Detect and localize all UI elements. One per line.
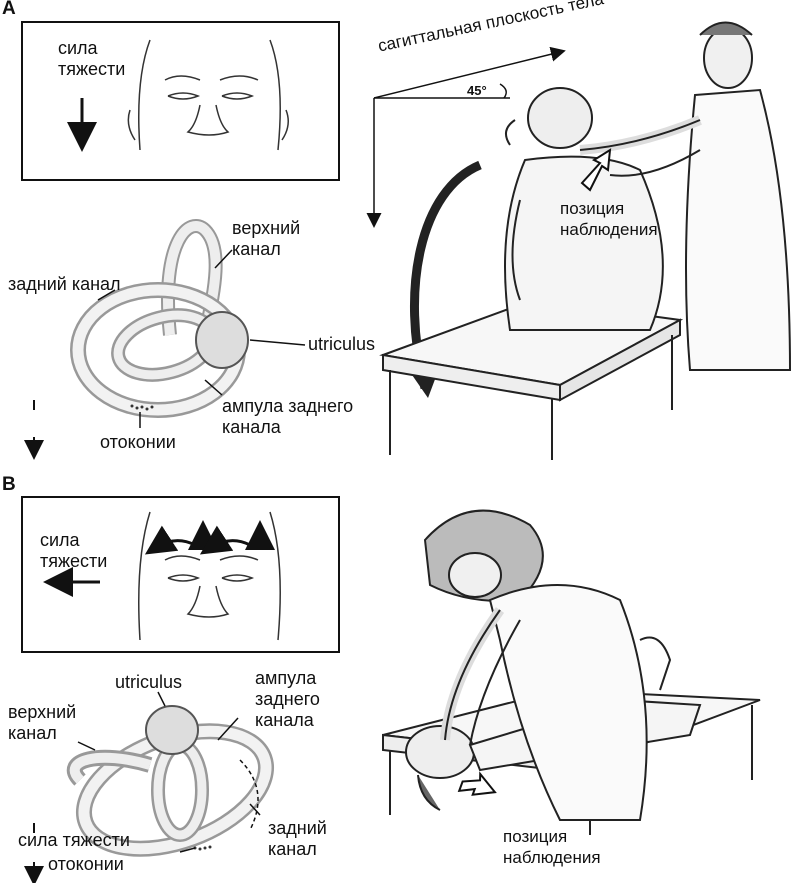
observation-arrow-b — [457, 771, 497, 796]
observation-arrow-a — [580, 148, 612, 192]
angle-label: 45° — [467, 83, 487, 98]
ampulla-label-b: ампула заднего канала — [255, 668, 320, 730]
observation-label-b: позиция наблюдения — [503, 827, 601, 867]
otoconia-label-a: отоконии — [100, 432, 176, 452]
otoconia-label-b: отоконии — [48, 854, 124, 874]
patient-a — [504, 87, 664, 331]
observation-label-a: позиция наблюдения — [560, 199, 658, 239]
posterior-canal-label-a: задний канал — [8, 274, 121, 294]
superior-canal-label-b: верхний канал — [8, 702, 77, 743]
panel-a-letter: A — [2, 0, 16, 19]
sagittal-axes — [366, 46, 566, 228]
inner-ear-a — [70, 219, 249, 418]
posterior-canal-label-b: задний канал — [268, 818, 327, 859]
gravity-inline-label-b: сила тяжести — [18, 830, 130, 850]
utriculus-label-b: utriculus — [115, 672, 183, 692]
panel-b-letter: B — [2, 474, 16, 495]
superior-canal-label-a: верхний канал — [232, 218, 301, 259]
utriculus-label-a: utriculus — [308, 334, 376, 354]
inner-ear-b — [66, 705, 275, 857]
doctor-a — [579, 21, 792, 371]
doctor-b — [423, 509, 648, 821]
face-box-a — [21, 21, 340, 181]
face-box-b — [21, 496, 340, 653]
ampulla-label-a: ампула заднего канала — [222, 396, 354, 437]
gravity-label-b: сила тяжести — [40, 530, 108, 571]
gravity-label-a: сила тяжести — [58, 38, 126, 79]
